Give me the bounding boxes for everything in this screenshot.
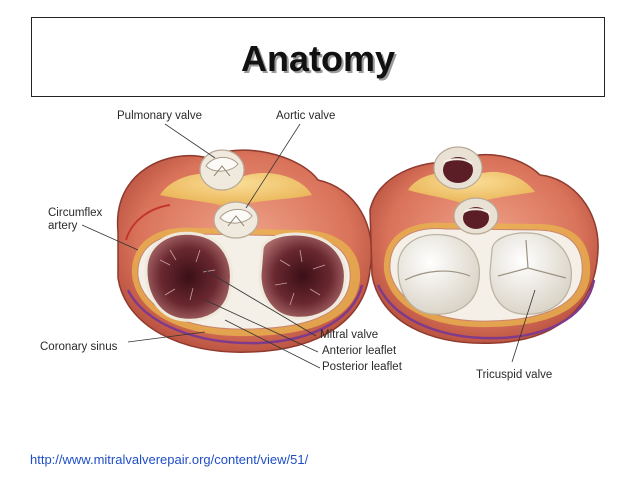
source-link[interactable]: http://www.mitralvalverepair.org/content… [30,452,308,467]
left-heart-diagram [118,150,372,352]
label-pulmonary-valve: Pulmonary valve [117,110,202,123]
label-aortic-valve: Aortic valve [276,110,335,123]
label-circumflex-artery-line2: artery [48,220,77,233]
label-anterior-leaflet: Anterior leaflet [322,345,396,358]
heart-valve-illustration: Pulmonary valve Aortic valve Circumflex … [0,100,638,400]
label-mitral-valve: Mitral valve [320,329,378,342]
slide-title: Anatomy [32,38,604,80]
label-tricuspid-valve: Tricuspid valve [476,369,552,382]
label-posterior-leaflet: Posterior leaflet [322,361,402,374]
label-circumflex-artery-line1: Circumflex [48,207,102,220]
label-coronary-sinus: Coronary sinus [40,341,117,354]
right-heart-diagram [370,147,598,343]
title-box: Anatomy [31,17,605,97]
heart-valve-svg [0,100,638,400]
